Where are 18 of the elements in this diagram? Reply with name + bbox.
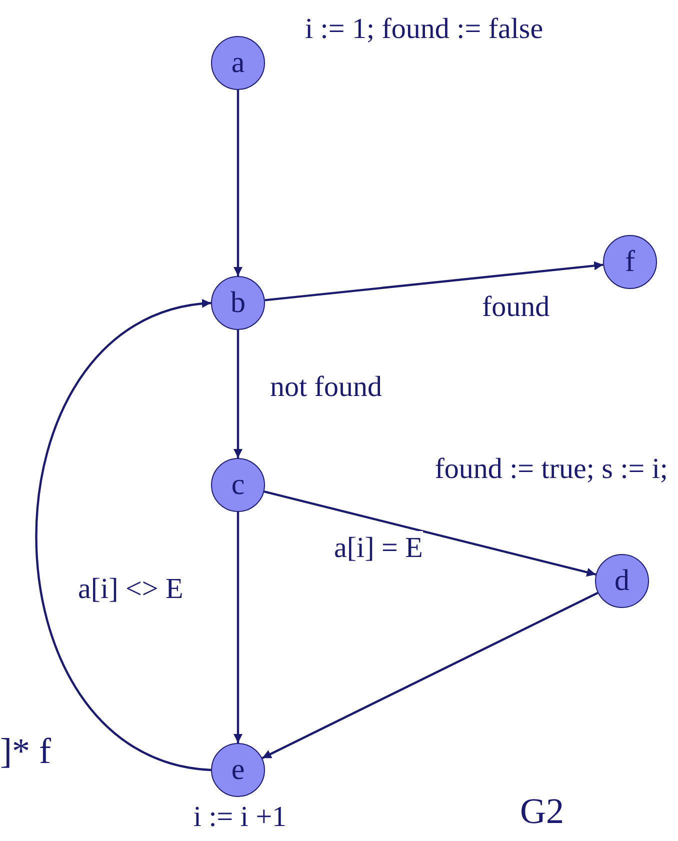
- state-circle: d: [595, 554, 649, 608]
- state-circle: a: [211, 36, 265, 90]
- arrow: [234, 330, 242, 458]
- state-circle: b: [211, 276, 265, 330]
- graph-label: G2: [520, 790, 564, 833]
- text-fragment: ]* f: [0, 730, 51, 773]
- arrow: [35, 300, 212, 772]
- node-annotation: i := i +1: [192, 800, 288, 835]
- arrow: [264, 490, 596, 577]
- state-circle: e: [211, 743, 265, 797]
- state-circle: c: [211, 458, 265, 512]
- arrow: [234, 512, 242, 743]
- arrow: [234, 90, 242, 276]
- arrow: [264, 261, 604, 302]
- node-annotation: found := true; s := i;: [434, 452, 668, 487]
- node-annotation: i := 1; found := false: [305, 12, 544, 47]
- arrow: [262, 592, 598, 760]
- state-circle: f: [603, 235, 657, 289]
